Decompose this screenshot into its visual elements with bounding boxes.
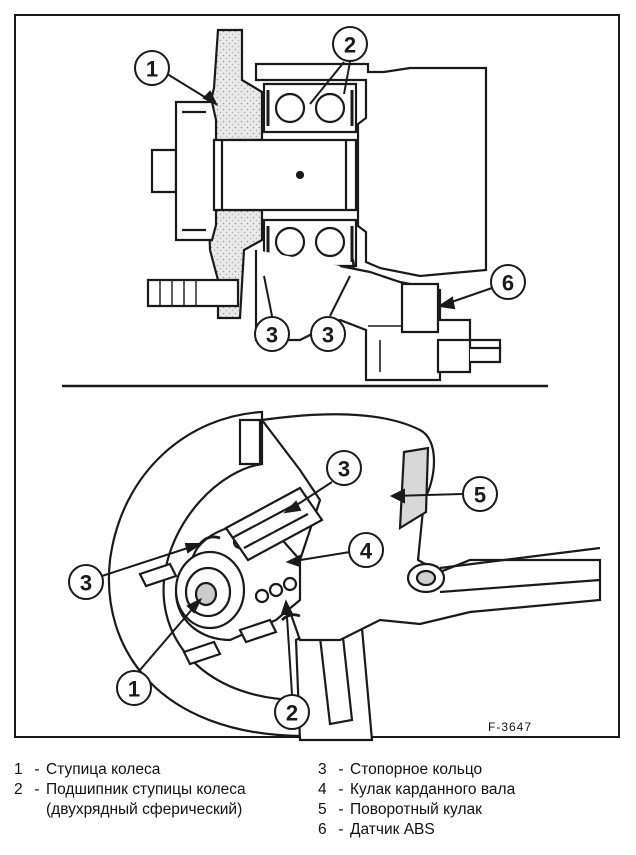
bearing-ball-e [282,576,298,592]
callout-circle [116,670,152,706]
callout-6-top: 6 [502,271,514,296]
legend-dash: - [34,781,40,798]
callout-2-top: 2 [344,33,356,58]
knuckle-housing-shape [254,62,488,278]
legend-number: 6 [318,821,327,838]
legend-item-6: 6 - Датчик ABS [318,820,618,840]
legend-dash: - [338,781,344,798]
legend: 1 - Ступица колеса 2 - Подшипник ступицы… [0,760,636,850]
callout-circle [274,694,310,730]
callout-circle [134,50,170,86]
callout-1-top: 1 [146,57,158,82]
callout-circle [462,476,498,512]
legend-text: Датчик ABS [350,821,435,838]
wheel-studs [138,562,278,666]
legend-item-3: 3 - Стопорное кольцо [318,760,618,780]
hub-nut-shape [150,148,178,194]
callout-circle [348,532,384,568]
legend-text: Кулак карданного вала [350,781,516,798]
legend-text: Поворотный кулак [350,801,482,818]
legend-column-left: 1 - Ступица колеса 2 - Подшипник ступицы… [14,760,314,820]
abs-sensor-plug [436,338,472,374]
legend-item-5: 5 - Поворотный кулак [318,800,618,820]
legend-column-right: 3 - Стопорное кольцо 4 - Кулак карданног… [318,760,618,840]
legend-dash: - [34,761,40,778]
abs-sensor-body [400,282,440,334]
hub-assembly-illustration: 1 2 3 3 6 3 4 5 3 1 2 [62,26,602,742]
legend-number: 3 [318,761,327,778]
bearing-ball-f [254,588,270,604]
callout-5-bottom: 5 [474,483,486,508]
circlip-upper [198,535,221,545]
callout-labels: 1 2 3 3 6 3 4 5 3 1 2 [80,33,514,726]
bearing-ball-d [268,582,284,598]
callout-circle [332,26,368,62]
legend-dash: - [338,801,344,818]
callout-circle [68,564,104,600]
callout-circle [490,264,526,300]
hub-cap-shape [174,100,218,242]
sectional-view [146,28,502,382]
legend-number: 2 [14,781,23,798]
legend-item-1: 1 - Ступица колеса [14,760,314,780]
bearing-ball-3 [274,226,306,258]
callout-4-bottom: 4 [360,539,373,564]
legend-dash: - [338,761,344,778]
brake-disc-shape [107,410,302,738]
legend-dash: - [338,821,344,838]
callout-circle [310,316,346,352]
bearing-ball-1 [274,92,306,124]
legend-item-4: 4 - Кулак карданного вала [318,780,618,800]
bearing-ball-2 [314,92,346,124]
wheel-stud-shape [146,278,240,308]
callout-1-bottom: 1 [128,677,140,702]
callout-3-top-right: 3 [322,323,334,348]
callouts [68,26,526,730]
steering-knuckle-shape [259,413,602,642]
callout-3-top-left: 3 [266,323,278,348]
legend-number: 1 [14,761,23,778]
legend-item-2: 2 - Подшипник ступицы колеса (двухрядный… [14,780,314,820]
callout-circle [326,450,362,486]
bearing-ball-4 [314,226,346,258]
callout-2-bottom: 2 [286,701,298,726]
legend-number: 4 [318,781,327,798]
callout-3-bottom-left: 3 [80,571,92,596]
callout-circle [254,316,290,352]
hub-sleeve-shape [212,138,358,212]
legend-number: 5 [318,801,327,818]
legend-text: Подшипник ступицы колеса (двухрядный сфе… [46,781,246,818]
callout-3-bottom-top: 3 [338,457,350,482]
figure-code: F-3647 [488,720,533,734]
legend-text: Стопорное кольцо [350,761,483,778]
legend-text: Ступица колеса [46,761,161,778]
